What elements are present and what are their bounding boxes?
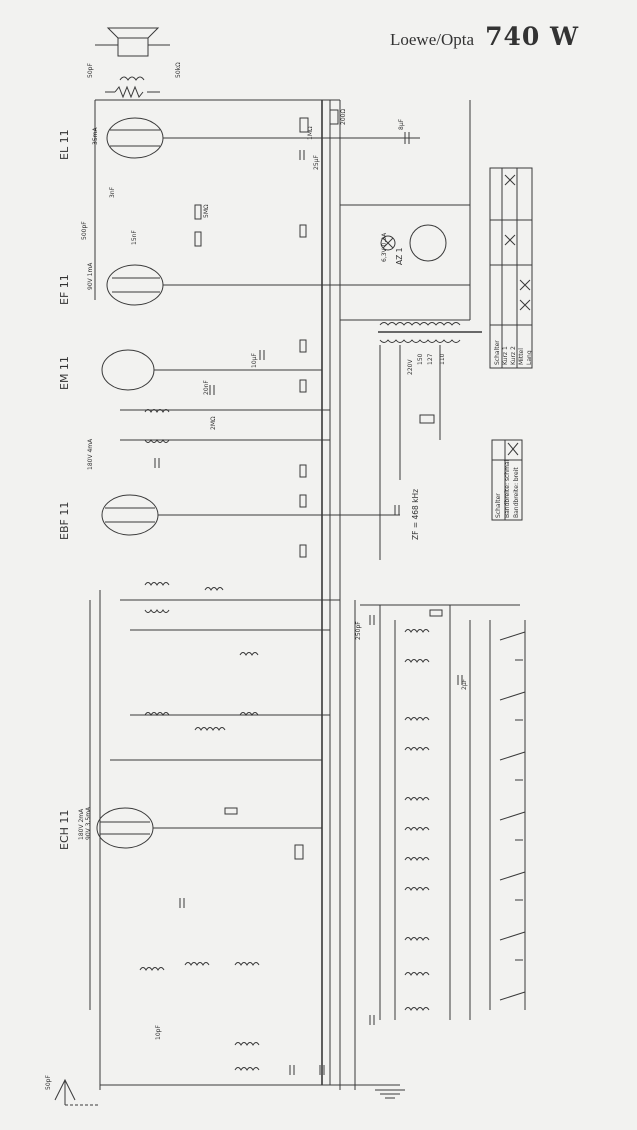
table2-row-0: Schalter bbox=[495, 493, 502, 518]
table2-row-1: Bandbreite: schmal bbox=[504, 459, 511, 518]
if-frequency-label: ZF = 468 kHz bbox=[411, 489, 420, 540]
pilot-lamp-label: 6,3V 0,3A bbox=[381, 232, 388, 262]
tube-label-ech11: ECH 11 bbox=[58, 810, 71, 850]
label-15nf: 15nF bbox=[131, 230, 138, 245]
label-aerial-cap: 50pF bbox=[45, 1075, 52, 1090]
table1-row-0: Schalter bbox=[494, 340, 501, 365]
label-mains-220: 220V bbox=[407, 359, 414, 375]
table2-row-2: Bandbreite: breit bbox=[513, 467, 520, 518]
label-250pf: 250pF bbox=[355, 621, 362, 640]
schematic-title: Loewe/Opta 740 W bbox=[390, 22, 579, 51]
label-5mohm: 5MΩ bbox=[203, 204, 210, 218]
label-3nf: 3nF bbox=[109, 186, 116, 198]
label-500pf: 500pF bbox=[81, 221, 88, 240]
label-mains-127: 127 bbox=[427, 353, 434, 365]
label-10pf: 10pF bbox=[155, 1025, 162, 1040]
table1-row-1: Kurz 1 bbox=[502, 346, 509, 365]
label-10uf: 10μF bbox=[251, 353, 258, 368]
label-25uf: 25μF bbox=[313, 155, 320, 170]
tube-ebf11-anode: 180V 4mA bbox=[87, 438, 94, 470]
brand-text: Loewe/Opta bbox=[390, 30, 475, 49]
label-2mohm: 2MΩ bbox=[210, 416, 217, 430]
label-8uf: 8μF bbox=[398, 118, 405, 130]
label-mains-110: 110 bbox=[439, 353, 446, 365]
tube-label-el11: EL 11 bbox=[58, 129, 71, 160]
tube-ech11-g2: 90V 3,5mA bbox=[85, 806, 92, 840]
table1-row-3: Mittel bbox=[518, 348, 525, 365]
table1-row-2: Kurz 2 bbox=[510, 346, 517, 365]
rectifier-label: AZ 1 bbox=[395, 247, 404, 265]
model-text: 740 W bbox=[485, 22, 580, 51]
tube-label-ef11: EF 11 bbox=[58, 274, 71, 305]
tube-el11-anode: 35mA bbox=[92, 127, 99, 145]
label-1mohm: 1MΩ bbox=[307, 126, 314, 140]
table1-row-4: Lang bbox=[526, 350, 533, 365]
tube-ech11-anode: 180V 2mA bbox=[78, 808, 85, 840]
label-speaker-res: 50kΩ bbox=[175, 62, 182, 78]
label-20nf: 20nF bbox=[203, 380, 210, 395]
tube-label-ebf11: EBF 11 bbox=[58, 502, 71, 540]
label-2uf: 2μF bbox=[461, 678, 468, 690]
tube-ef11-anode: 90V 1mA bbox=[87, 262, 94, 290]
label-mains-150: 150 bbox=[417, 353, 424, 365]
label-200ohm: 200Ω bbox=[340, 109, 347, 125]
label-speaker-cap: 50pF bbox=[87, 63, 94, 78]
tube-label-em11: EM 11 bbox=[58, 356, 71, 390]
